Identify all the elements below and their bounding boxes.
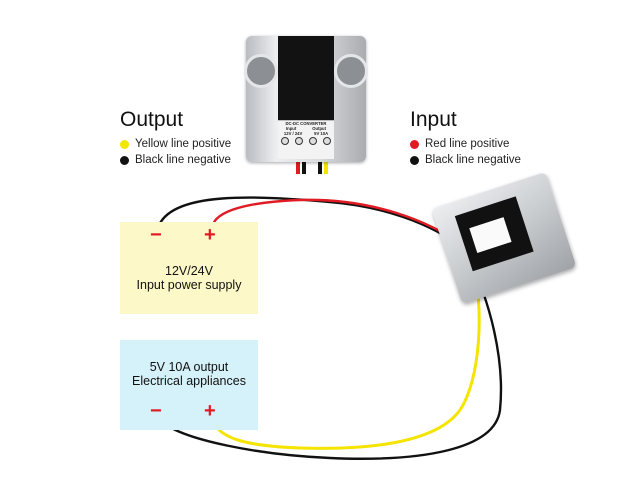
output-label: Electrical appliances (132, 374, 246, 388)
converter-output-value: 5V 10A (314, 131, 329, 136)
legend-text: Black line negative (135, 154, 231, 166)
legend-item: Black line negative (410, 152, 521, 168)
black-dot-icon (410, 155, 419, 165)
legend-text: Black line negative (425, 154, 521, 166)
input-heading: Input (410, 108, 457, 131)
plus-sign: + (204, 400, 216, 422)
converter-output-label: Output (312, 126, 326, 131)
terminal-icon (295, 137, 303, 145)
input-black-wire (156, 196, 467, 251)
plus-sign: + (204, 224, 216, 246)
legend-text: Yellow line positive (135, 138, 232, 150)
converter-title: DC-DC CONVERTER (285, 121, 327, 126)
mounting-hole (244, 54, 278, 88)
terminal-icon (309, 137, 317, 145)
terminal-icon (323, 137, 331, 145)
output-heading: Output (120, 108, 184, 131)
red-dot-icon (410, 139, 419, 149)
legend-item: Black line negative (120, 152, 231, 168)
converter-body (278, 36, 334, 124)
output-yellow-wire (210, 257, 481, 450)
output-rating: 5V 10A output (149, 360, 229, 374)
minus-sign: − (150, 400, 162, 422)
supply-voltage: 12V/24V (165, 264, 213, 278)
converter-label: DC-DC CONVERTER Input Output 12V / 24V 5… (278, 120, 334, 159)
yellow-dot-icon (120, 139, 129, 149)
black-dot-icon (120, 155, 129, 165)
output-legend: Output Yellow line positive Black line n… (120, 108, 231, 168)
input-red-wire (210, 198, 467, 249)
converter-image-top: DC-DC CONVERTER Input Output 12V / 24V 5… (244, 36, 368, 162)
output-black-wire (159, 257, 503, 460)
legend-item: Yellow line positive (120, 136, 231, 152)
legend-item: Red line positive (410, 136, 521, 152)
converter-input-value: 12V / 24V (283, 131, 303, 136)
converter-input-label: Input (286, 126, 297, 131)
input-power-supply-box: − + 12V/24V Input power supply (120, 222, 258, 314)
mounting-hole (334, 54, 368, 88)
output-appliances-box: 5V 10A output Electrical appliances − + (120, 340, 258, 430)
legend-text: Red line positive (425, 138, 510, 150)
input-legend: Input Red line positive Black line negat… (410, 108, 521, 168)
minus-sign: − (150, 224, 162, 246)
supply-label: Input power supply (136, 278, 242, 292)
terminal-icon (281, 137, 289, 145)
